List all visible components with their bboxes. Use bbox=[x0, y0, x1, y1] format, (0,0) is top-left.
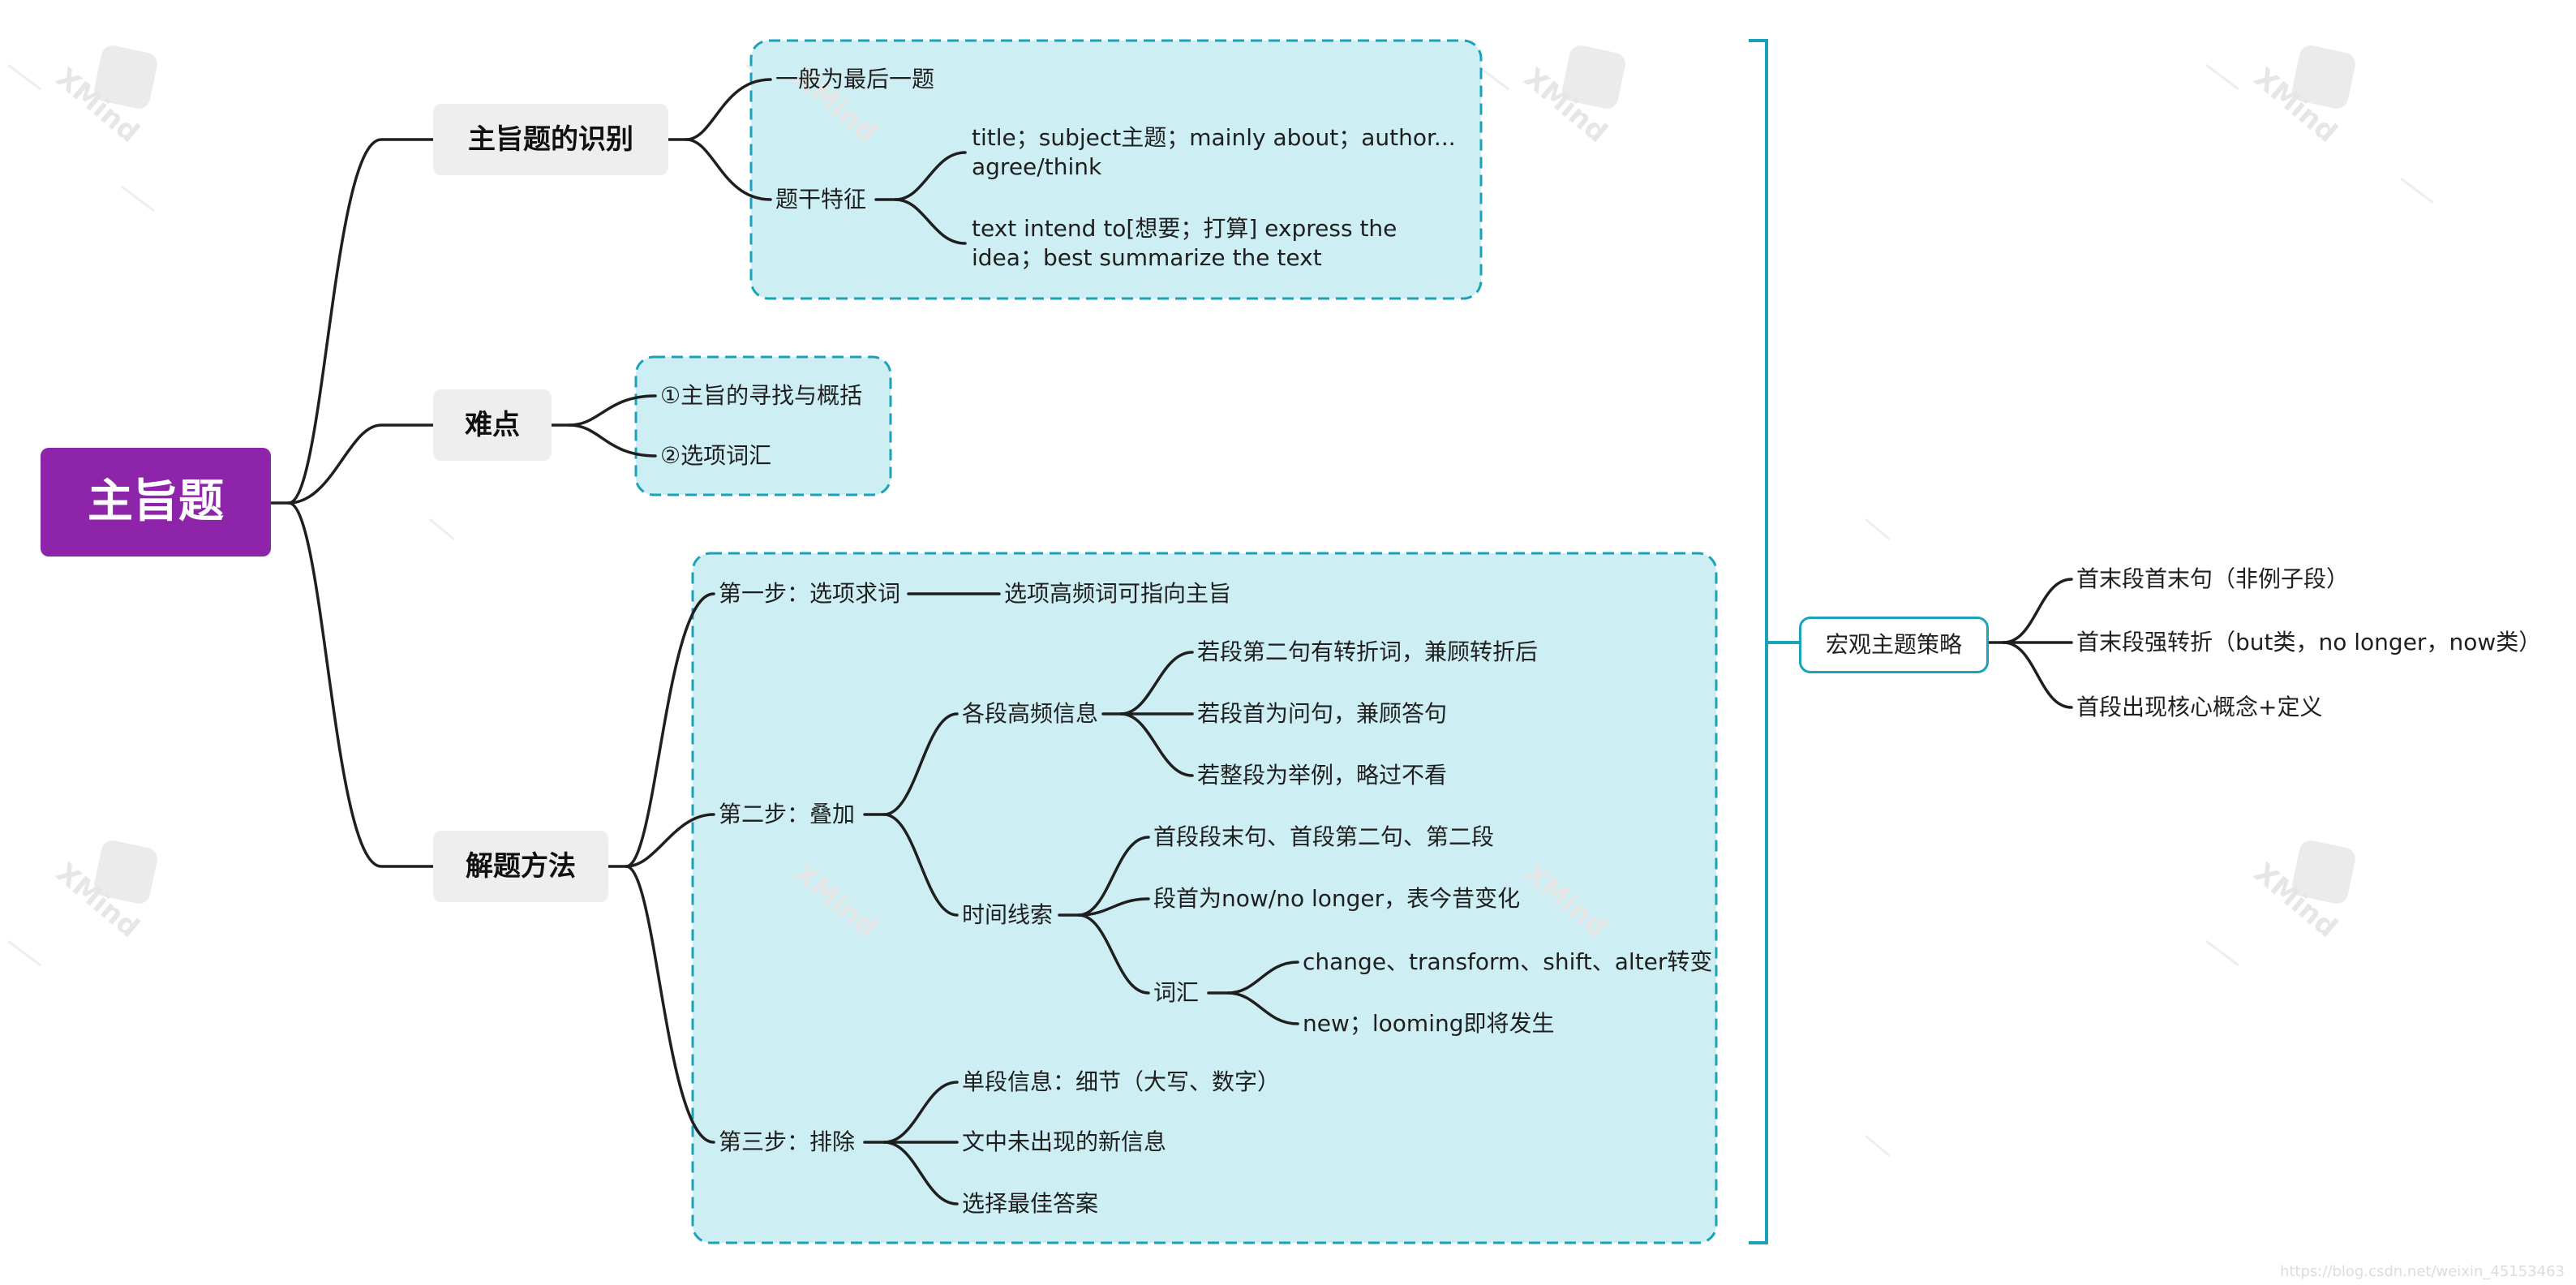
summary-item-1[interactable]: 首末段首末句（非例子段） bbox=[2076, 565, 2350, 592]
subtopic-step1-child[interactable]: 选项高频词可指向主旨 bbox=[1004, 580, 1232, 607]
boundary-difficulty bbox=[634, 355, 892, 496]
summary-item-3[interactable]: 首段出现核心概念+定义 bbox=[2076, 694, 2323, 720]
subtopic-identify-2-1[interactable]: title；subject主题；mainly about；author... a… bbox=[972, 124, 1456, 180]
summary-topic[interactable]: 宏观主题策略 bbox=[1799, 617, 1989, 673]
subtopic-step1[interactable]: 第一步：选项求词 bbox=[719, 580, 901, 607]
subtopic-step2-a3[interactable]: 若整段为举例，略过不看 bbox=[1197, 762, 1448, 789]
subtopic-step2-b1[interactable]: 首段段末句、首段第二句、第二段 bbox=[1153, 823, 1495, 850]
subtopic-difficulty-1[interactable]: ①主旨的寻找与概括 bbox=[660, 382, 863, 409]
subtopic-step2-b2[interactable]: 段首为now/no longer，表今昔变化 bbox=[1153, 885, 1521, 912]
topic-identify[interactable]: 主旨题的识别 bbox=[433, 104, 668, 175]
subtopic-step2-b[interactable]: 时间线索 bbox=[962, 901, 1054, 928]
subtopic-step2-b3b[interactable]: new；looming即将发生 bbox=[1303, 1010, 1555, 1037]
subtopic-step3-2[interactable]: 文中未出现的新信息 bbox=[962, 1128, 1167, 1155]
subtopic-identify-2-2[interactable]: text intend to[想要；打算] express the idea；b… bbox=[972, 215, 1397, 271]
boundary-method bbox=[691, 552, 1718, 1244]
subtopic-step3[interactable]: 第三步：排除 bbox=[719, 1128, 856, 1155]
subtopic-step2-a2[interactable]: 若段首为问句，兼顾答句 bbox=[1197, 700, 1448, 727]
subtopic-step3-3[interactable]: 选择最佳答案 bbox=[962, 1190, 1099, 1217]
subtopic-step2-a1[interactable]: 若段第二句有转折词，兼顾转折后 bbox=[1197, 638, 1539, 665]
image-credit: https://blog.csdn.net/weixin_45153463 bbox=[2279, 1263, 2565, 1280]
subtopic-identify-2[interactable]: 题干特征 bbox=[775, 186, 867, 213]
subtopic-step2-a[interactable]: 各段高频信息 bbox=[962, 700, 1099, 727]
boundary-identify bbox=[749, 39, 1483, 300]
root-topic[interactable]: 主旨题 bbox=[41, 448, 271, 557]
subtopic-step2-b3[interactable]: 词汇 bbox=[1153, 979, 1200, 1006]
topic-difficulty[interactable]: 难点 bbox=[433, 389, 552, 461]
summary-bracket bbox=[1749, 39, 1799, 1244]
subtopic-step2-b3a[interactable]: change、transform、shift、alter转变 bbox=[1303, 948, 1713, 975]
subtopic-identify-1[interactable]: 一般为最后一题 bbox=[775, 66, 935, 92]
subtopic-difficulty-2[interactable]: ②选项词汇 bbox=[660, 442, 772, 469]
summary-item-2[interactable]: 首末段强转折（but类，no longer，now类） bbox=[2076, 629, 2542, 655]
subtopic-step2[interactable]: 第二步：叠加 bbox=[719, 801, 856, 827]
topic-method[interactable]: 解题方法 bbox=[433, 831, 608, 902]
branch-lines bbox=[269, 78, 2073, 1205]
subtopic-step3-1[interactable]: 单段信息：细节（大写、数字） bbox=[962, 1068, 1281, 1095]
